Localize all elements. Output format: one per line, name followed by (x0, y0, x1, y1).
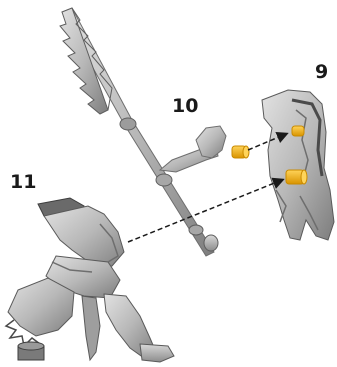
assembly-arrows (127, 131, 289, 243)
assembly-arrow-icon (127, 177, 285, 243)
step-number-9: 9 (315, 61, 329, 83)
step-number-10: 10 (172, 95, 199, 117)
part-10-spear (59, 7, 250, 257)
part-9-torso-back (261, 89, 335, 241)
part-11-figure (4, 197, 175, 363)
assembly-arrow-icon (247, 131, 289, 151)
step-number-11: 11 (10, 171, 37, 193)
